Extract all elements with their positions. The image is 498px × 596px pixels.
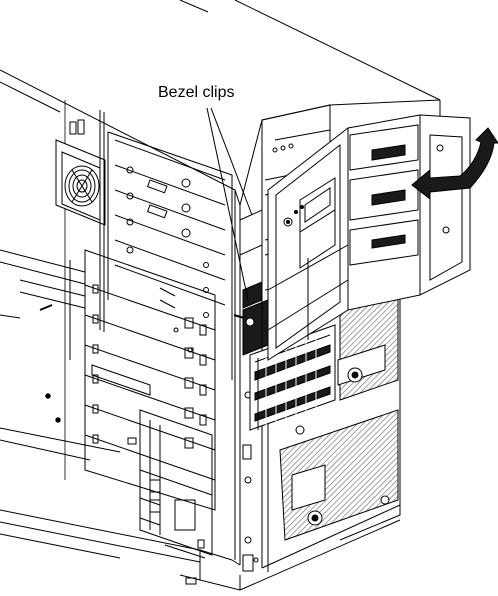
chassis-rail	[69, 110, 105, 360]
bezel-frame	[267, 114, 471, 361]
drive-cage	[107, 131, 233, 380]
bezel-clips-leader	[206, 107, 253, 301]
front-frame	[179, 190, 401, 591]
hard-drive-cage	[249, 324, 336, 431]
hatched-panel	[279, 289, 399, 541]
fan-icon	[55, 119, 106, 226]
bezel-clip-region	[233, 209, 269, 356]
bezel-clips-label: Bezel clips	[158, 84, 235, 101]
rotation-arrow-icon	[411, 127, 498, 201]
expansion-bracket	[127, 409, 213, 559]
drive-bay-stack	[84, 249, 216, 511]
